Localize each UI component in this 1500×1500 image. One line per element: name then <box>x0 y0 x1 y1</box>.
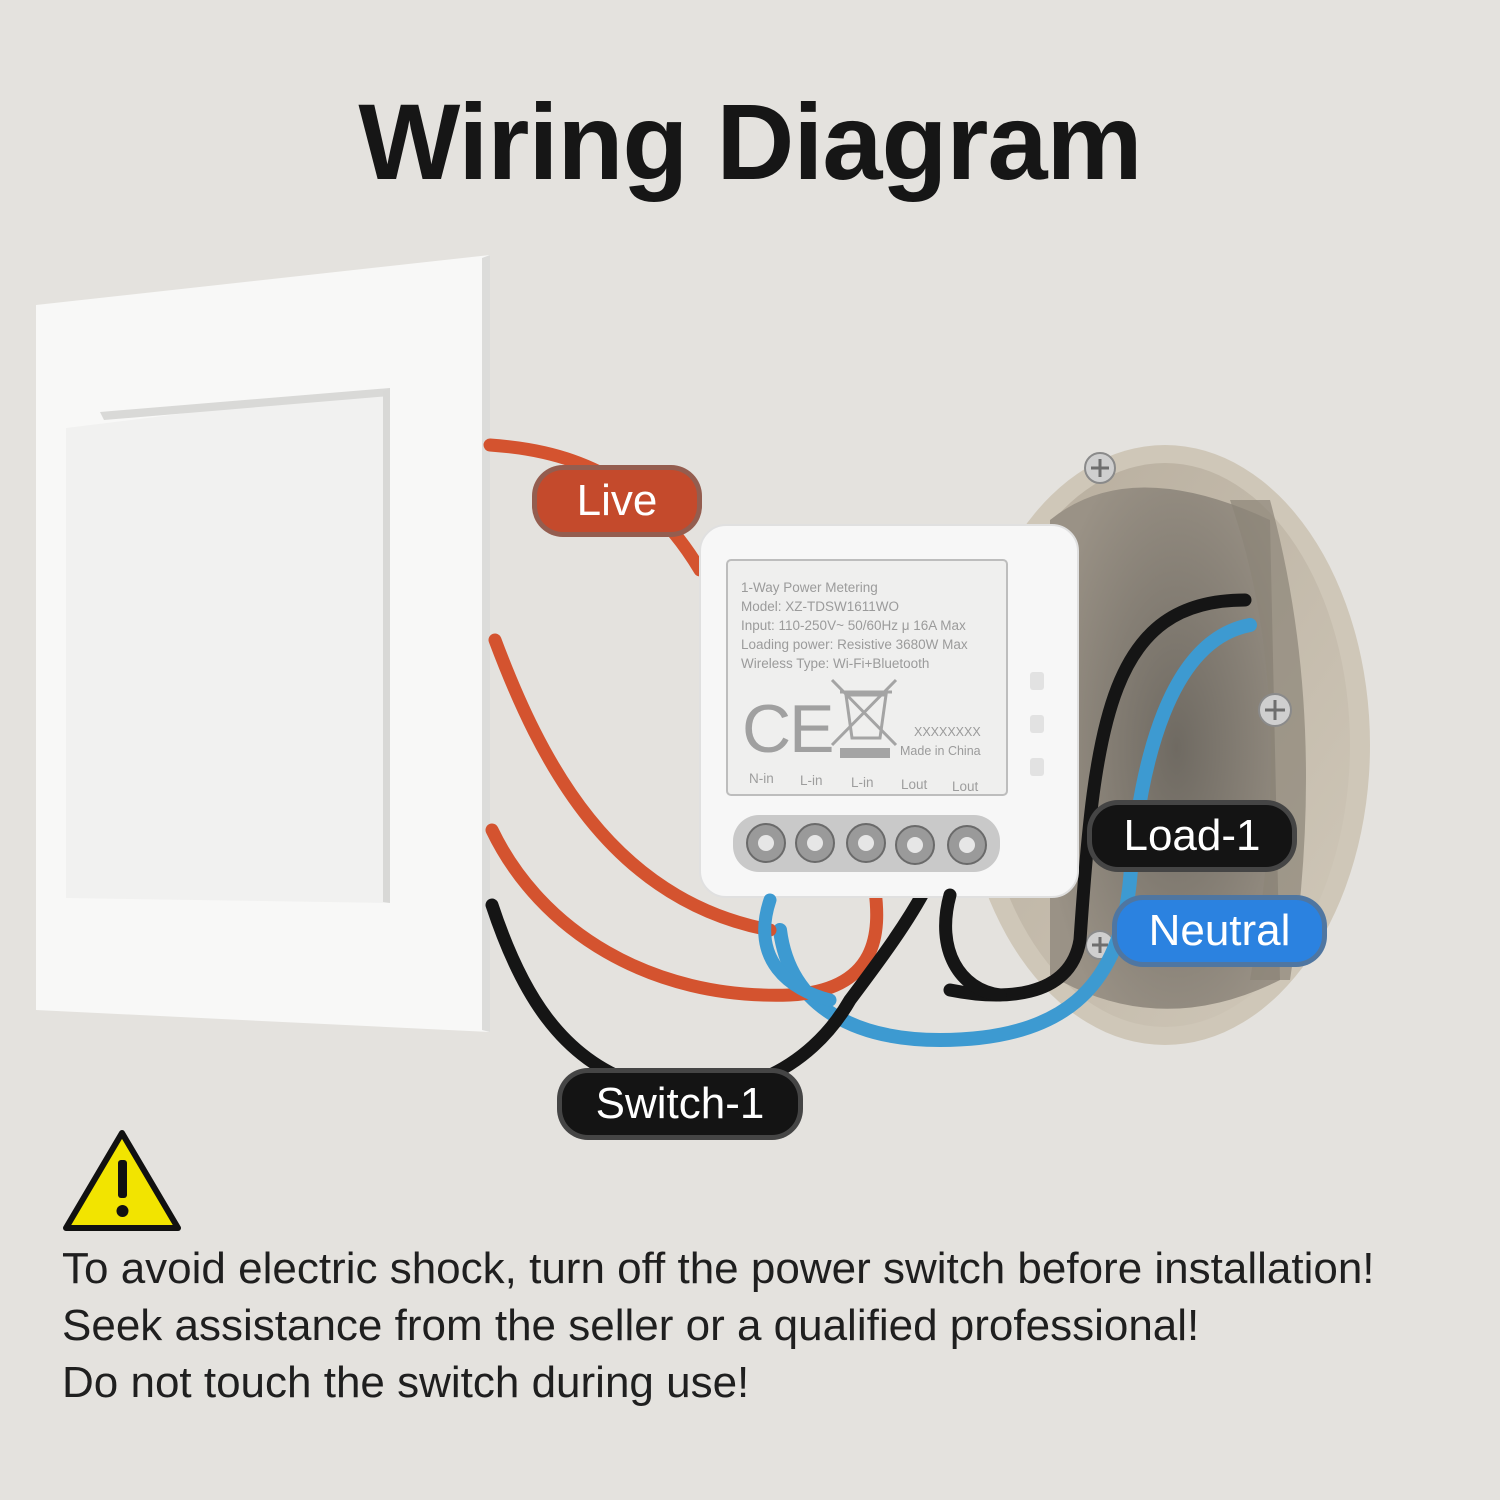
terminal-label: Lout <box>901 777 928 792</box>
live-wire-label: Live <box>532 465 702 537</box>
device-spec-line: Loading power: Resistive 3680W Max <box>741 637 968 652</box>
screw-icon <box>1084 452 1116 484</box>
terminal-label: N-in <box>749 771 774 786</box>
page-title: Wiring Diagram <box>358 81 1142 202</box>
terminal-label: Lout <box>952 779 979 794</box>
ce-mark: CE <box>742 691 834 767</box>
device-serial: XXXXXXXX <box>914 725 981 739</box>
load-wire-label: Load-1 <box>1087 800 1297 872</box>
warning-line: Seek assistance from the seller or a qua… <box>62 1301 1200 1350</box>
warning-text: To avoid electric shock, turn off the po… <box>62 1240 1375 1411</box>
terminal-screws <box>746 823 987 865</box>
warning-triangle-icon <box>63 1130 181 1231</box>
warning-line: To avoid electric shock, turn off the po… <box>62 1244 1375 1293</box>
weee-bin-icon <box>830 678 898 747</box>
device-spec-line: 1-Way Power Metering <box>741 580 878 595</box>
device-origin: Made in China <box>900 744 981 758</box>
warning-line: Do not touch the switch during use! <box>62 1358 750 1407</box>
module-bottom-wires <box>758 888 1007 1007</box>
screw-icon <box>1258 693 1292 727</box>
device-spec-line: Wireless Type: Wi-Fi+Bluetooth <box>741 656 930 671</box>
device-spec-line: Model: XZ-TDSW1611WO <box>741 599 900 614</box>
light-switch <box>36 255 490 1032</box>
terminal-label: L-in <box>800 773 823 788</box>
switch-wire-label: Switch-1 <box>557 1068 803 1140</box>
device-spec-line: Input: 110-250V~ 50/60Hz μ 16A Max <box>741 618 966 633</box>
terminal-label: L-in <box>851 775 874 790</box>
smart-switch-module <box>699 524 1079 898</box>
neutral-wire-label: Neutral <box>1112 895 1327 967</box>
